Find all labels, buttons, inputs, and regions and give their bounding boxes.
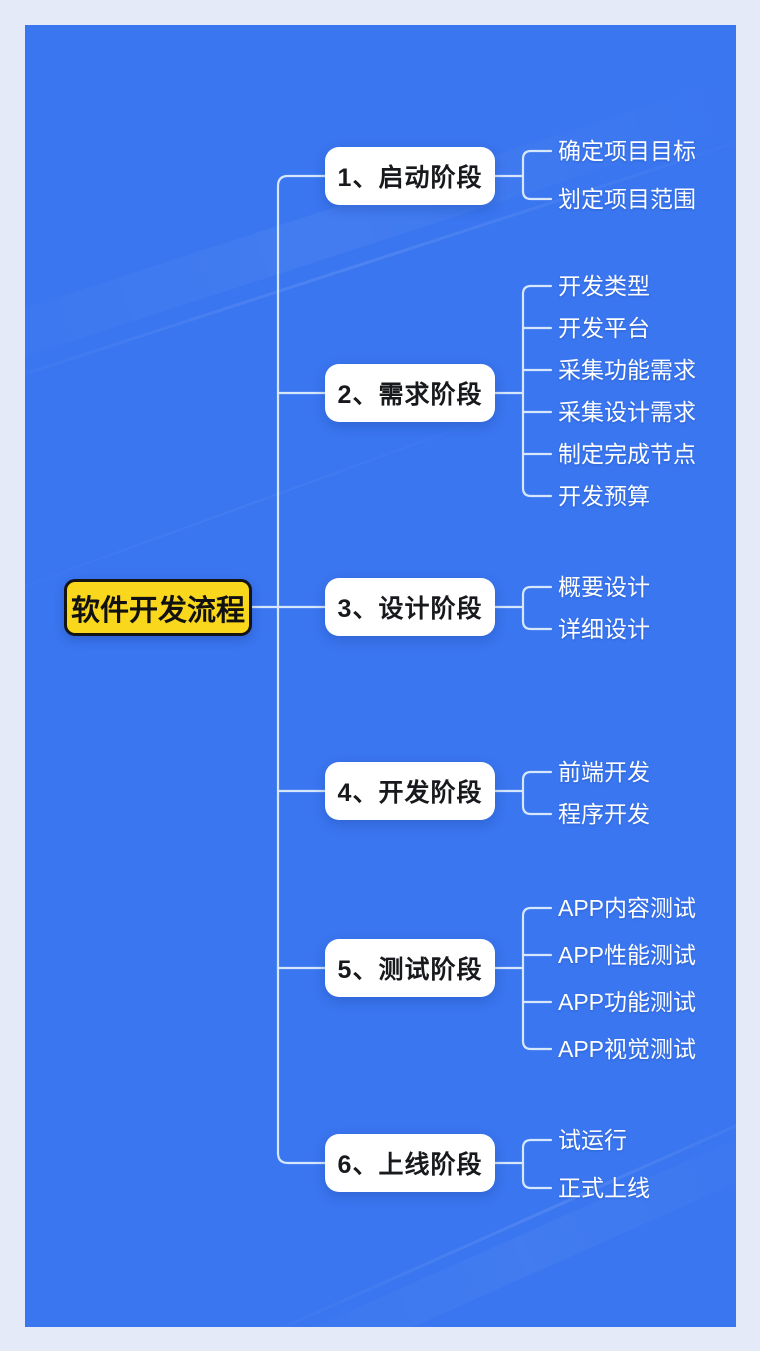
stage-node-1[interactable]: 1、启动阶段 [325, 147, 495, 205]
stage-node-2[interactable]: 2、需求阶段 [325, 364, 495, 422]
leaf-item[interactable]: 前端开发 [558, 759, 650, 785]
leaf-item[interactable]: 正式上线 [558, 1175, 650, 1201]
stage-node-6[interactable]: 6、上线阶段 [325, 1134, 495, 1192]
leaf-item[interactable]: 制定完成节点 [558, 441, 696, 467]
root-node[interactable]: 软件开发流程 [64, 579, 252, 636]
stage-node-5[interactable]: 5、测试阶段 [325, 939, 495, 997]
leaf-item[interactable]: 采集设计需求 [558, 399, 696, 425]
leaf-item[interactable]: 开发类型 [558, 273, 650, 299]
background-streak [234, 1062, 736, 1327]
leaf-item[interactable]: 采集功能需求 [558, 357, 696, 383]
leaf-item[interactable]: 程序开发 [558, 801, 650, 827]
leaf-item[interactable]: 试运行 [558, 1127, 627, 1153]
mindmap-canvas [25, 25, 736, 1327]
leaf-item[interactable]: 详细设计 [558, 616, 650, 642]
background-streak [197, 1094, 736, 1327]
stage-node-3[interactable]: 3、设计阶段 [325, 578, 495, 636]
leaf-item[interactable]: 概要设计 [558, 574, 650, 600]
leaf-item[interactable]: 开发预算 [558, 483, 650, 509]
leaf-item[interactable]: APP内容测试 [558, 895, 697, 921]
background-streak [25, 77, 736, 399]
leaf-item[interactable]: 划定项目范围 [558, 186, 696, 212]
leaf-item[interactable]: APP视觉测试 [558, 1036, 697, 1062]
leaf-item[interactable]: APP功能测试 [558, 989, 697, 1015]
stage-node-4[interactable]: 4、开发阶段 [325, 762, 495, 820]
leaf-item[interactable]: APP性能测试 [558, 942, 697, 968]
leaf-item[interactable]: 确定项目目标 [558, 138, 696, 164]
leaf-item[interactable]: 开发平台 [558, 315, 650, 341]
